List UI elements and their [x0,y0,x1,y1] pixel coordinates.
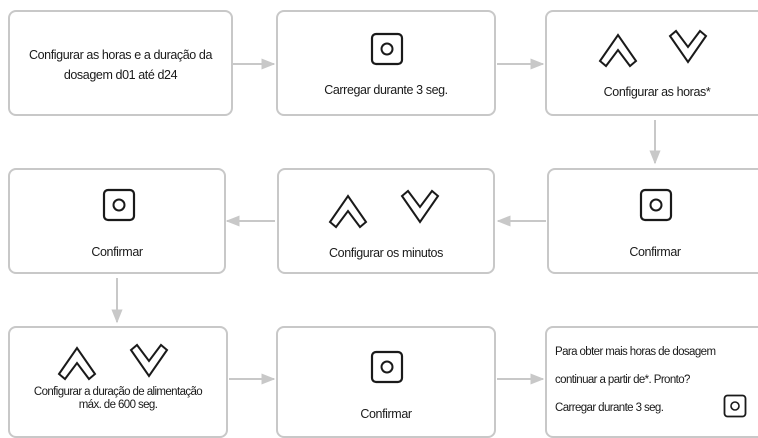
step-3-box: Configurar as horas* [545,10,758,116]
step-4-label: Confirmar [629,245,681,259]
step-8-box: Confirmar [276,326,496,438]
step-5-label: Configurar os minutos [329,246,443,260]
step-1-line-2: dosagem d01 até d24 [63,68,178,82]
step-2-label: Carregar durante 3 seg. [324,83,448,97]
square-button-icon [370,32,404,66]
step-1-line-1: Configurar as horas e a duração da [28,48,213,62]
step-5-box: Configurar os minutos [277,168,495,274]
square-button-icon [639,188,673,222]
step-8-label: Confirmar [360,407,412,421]
step-9-box: Para obter mais horas de dosagem continu… [545,326,758,438]
chevron-up-icon [328,194,368,229]
step-7-line-1: Configurar a duração de alimentação [33,386,203,398]
step-9-line-2: continuar a partir de*. Pronto? [555,374,690,386]
step-6-label: Confirmar [91,245,143,259]
chevron-down-icon [400,189,440,224]
step-9-line-3: Carregar durante 3 seg. [555,402,664,414]
step-7-box: Configurar a duração de alimentação máx.… [8,326,228,438]
chevron-down-icon [668,29,708,64]
step-9-line-1: Para obter mais horas de dosagem [555,346,716,358]
chevron-up-icon [57,346,97,381]
square-button-icon [102,188,136,222]
step-2-box: Carregar durante 3 seg. [276,10,496,116]
chevron-up-icon [598,33,638,68]
square-button-icon [370,350,404,384]
chevron-down-icon [129,343,169,378]
square-button-icon [723,394,747,418]
step-4-box: Confirmar [547,168,758,274]
step-1-box: Configurar as horas e a duração da dosag… [8,10,233,116]
step-3-label: Configurar as horas* [603,85,711,99]
step-6-box: Confirmar [8,168,226,274]
step-7-line-2: máx. de 600 seg. [78,399,158,411]
